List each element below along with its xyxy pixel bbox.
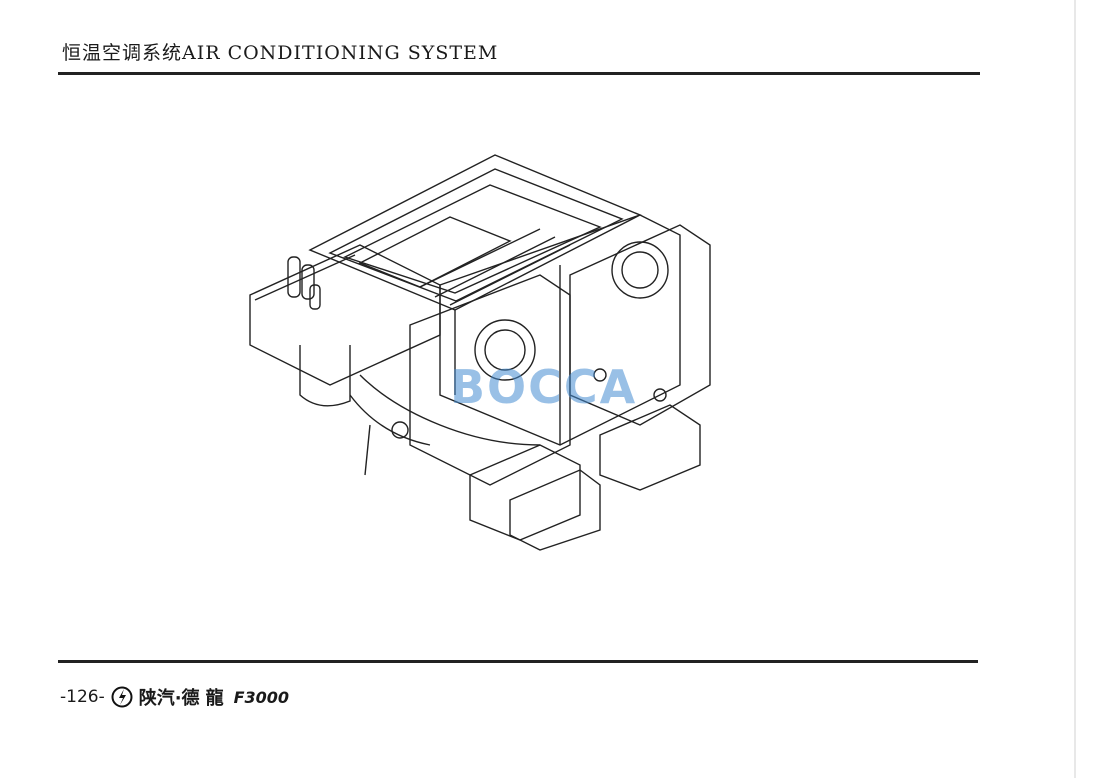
brand-logo-icon xyxy=(111,686,133,708)
page-title: 恒温空调系统AIR CONDITIONING SYSTEM xyxy=(62,42,499,64)
page-footer: -126- 陕汽·德 龍 F3000 xyxy=(60,684,289,710)
watermark-text: BOCCA xyxy=(450,360,638,414)
model-name: F3000 xyxy=(233,687,290,707)
ac-unit-illustration xyxy=(249,154,711,551)
header-divider xyxy=(58,72,980,75)
brand-name: 陕汽·德 xyxy=(138,688,200,709)
page-number: -126- xyxy=(60,687,105,707)
page-edge-shadow xyxy=(1074,0,1076,778)
footer-divider xyxy=(58,660,978,663)
brand-script: 龍 xyxy=(205,688,224,709)
